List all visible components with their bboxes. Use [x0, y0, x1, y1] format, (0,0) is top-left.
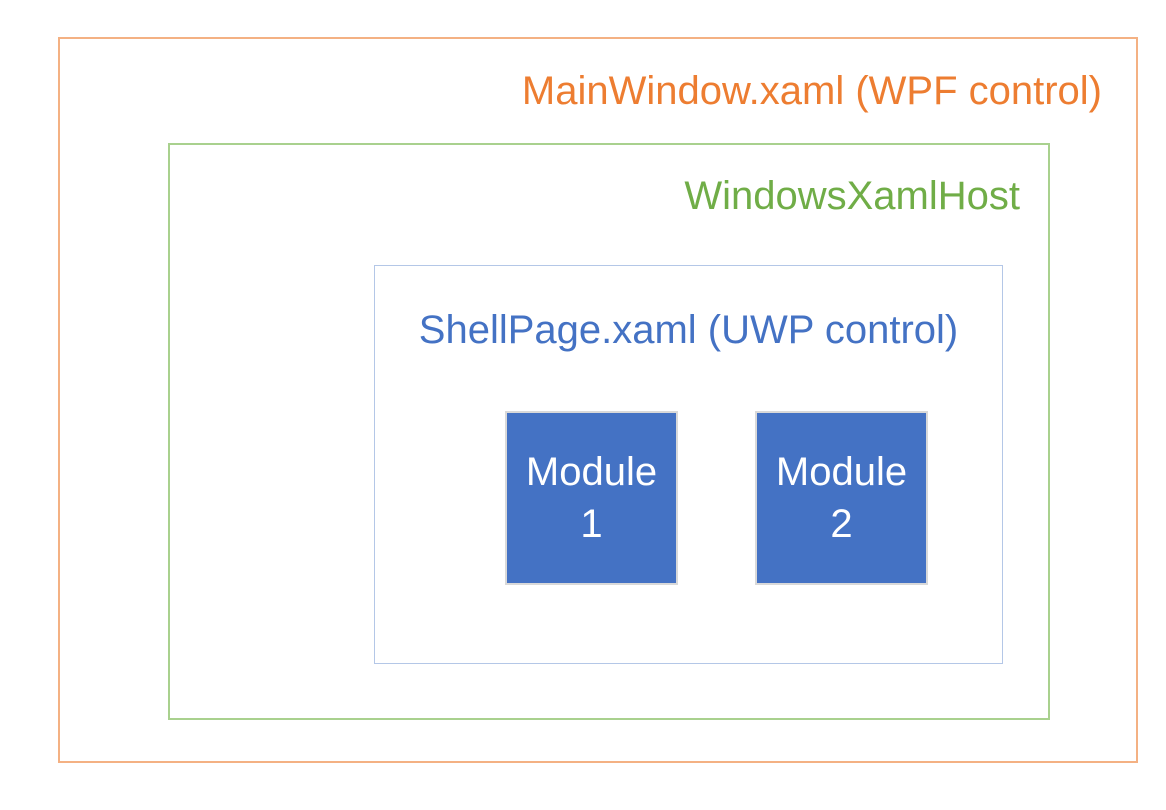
shellpage-title: ShellPage.xaml (UWP control) [418, 308, 959, 352]
module-2-label: Module [775, 450, 908, 494]
module-1-number: 1 [580, 502, 603, 546]
module-1-box: Module 1 [505, 411, 678, 585]
module-2-number: 2 [830, 502, 853, 546]
shellpage-box: ShellPage.xaml (UWP control) Module 1 Mo… [374, 265, 1003, 664]
module-2-box: Module 2 [755, 411, 928, 585]
module-1-label: Module [525, 450, 658, 494]
windowsxamlhost-title: WindowsXamlHost [684, 174, 1020, 218]
windowsxamlhost-box: WindowsXamlHost ShellPage.xaml (UWP cont… [168, 143, 1050, 720]
mainwindow-box: MainWindow.xaml (WPF control) WindowsXam… [58, 37, 1138, 763]
mainwindow-title: MainWindow.xaml (WPF control) [521, 69, 1102, 113]
